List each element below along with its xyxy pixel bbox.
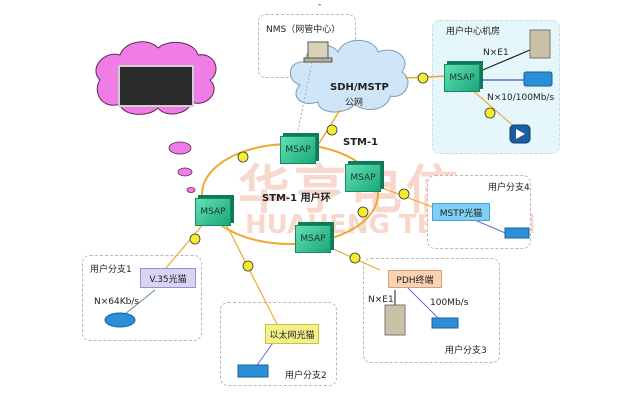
v35-modem[interactable]: V.35光猫 [140,268,196,288]
msap-node-top[interactable]: MSAP [280,136,316,164]
thought-bubble [95,41,217,193]
connector [242,260,254,272]
pdh-terminal[interactable]: PDH终端 [388,270,442,288]
branch2-title: 用户分支2 [285,371,327,381]
ethernet-modem[interactable]: 以太网光猫 [265,324,319,344]
mstp-modem[interactable]: MSTP光猫 [432,203,490,221]
center-router-line [469,87,519,131]
branch1-title: 用户分支1 [90,265,132,275]
connector [357,206,369,218]
branch1-link-label: N×64Kb/s [94,297,140,307]
branch1-line [159,221,206,276]
branch4-title: 用户分支4 [488,183,530,193]
switch-icon [523,71,553,87]
branch4-switch-icon [504,227,530,239]
e1-line [477,49,531,73]
nms-computer-icon [307,41,329,59]
connector [398,188,410,200]
branch3-switch-icon [431,317,459,329]
msap-node-bottom[interactable]: MSAP [295,225,331,253]
center-e1-label: N×E1 [483,48,509,58]
msap-node-center-room[interactable]: MSAP [444,64,480,92]
title-mark: - [318,0,322,10]
uplink-label: STM-1 [343,137,379,148]
cloud-label-1: SDH/MSTP [330,82,389,93]
connector [326,124,338,136]
msap-node-right[interactable]: MSAP [345,164,381,192]
branch3-eth-line [404,284,441,321]
branch2-line [224,221,281,331]
link-connectors [189,72,496,272]
nms-label: NMS（网管中心） [266,25,341,35]
server-icon [529,29,551,59]
connector [484,107,496,119]
branch3-eth-label: 100Mb/s [430,298,469,308]
branch2-switch-line [254,339,276,369]
branch3-title: 用户分支3 [445,346,487,356]
cloud-label-2: 公网 [345,98,364,108]
connector [189,233,201,245]
msap-node-left[interactable]: MSAP [195,198,231,226]
connector [349,252,361,264]
center-eth-label: N×10/100Mb/s [487,93,555,103]
branch1-router-icon [104,312,136,328]
ring-label: STM-1 用户环 [262,193,331,204]
connector [417,72,429,84]
connector [237,151,249,163]
center-room-title: 用户中心机房 [446,27,501,37]
branch2-switch-icon [237,364,269,378]
branch3-server-icon [384,304,406,336]
branch3-e1-label: N×E1 [368,295,394,305]
